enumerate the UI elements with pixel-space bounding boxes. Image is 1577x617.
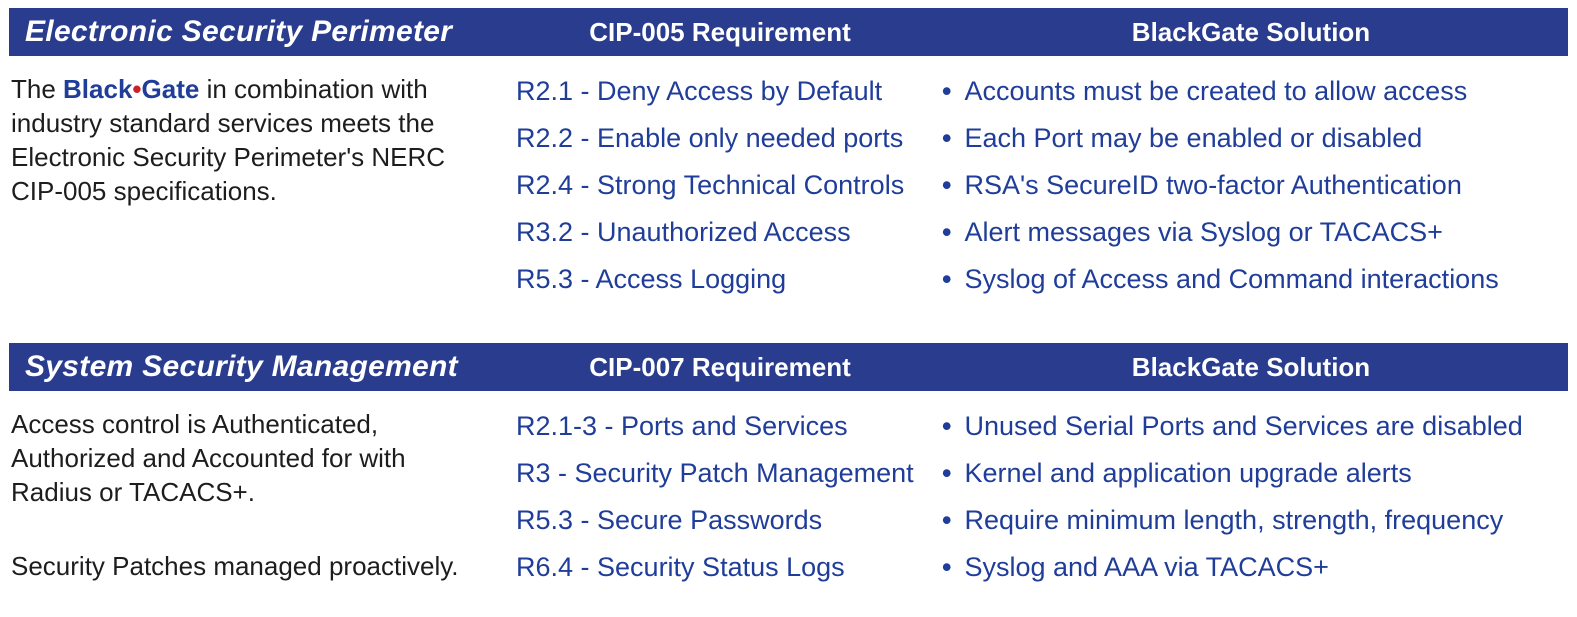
description-text-pre: The (11, 74, 64, 104)
requirement-text: R6.4 - Security Status Logs (516, 552, 845, 582)
requirement-column-header: CIP-005 Requirement (589, 16, 851, 47)
solution-column-header: BlackGate Solution (1131, 351, 1371, 382)
section-body: The Black•Gate in combination with indus… (9, 56, 1568, 303)
requirement-text: R3.2 - Unauthorized Access (516, 217, 851, 247)
description-paragraph: Security Patches managed proactively. (11, 551, 459, 581)
description-paragraph: The Black•Gate in combination with indus… (11, 72, 486, 208)
brand-name-gate: Gate (141, 74, 200, 104)
description-text-post: in combination with industry standard se… (11, 74, 446, 206)
section-title: Electronic Security Perimeter (25, 15, 453, 48)
requirement-text: R2.4 - Strong Technical Controls (516, 170, 905, 200)
section-body: Access control is Authenticated, Authori… (9, 391, 1568, 591)
brand-name-black: Black (63, 74, 133, 104)
requirement-text: R5.3 - Access Logging (516, 264, 787, 294)
bullet-icon: • (942, 552, 952, 582)
solution-text: Kernel and application upgrade alerts (964, 458, 1412, 488)
bullet-icon: • (942, 170, 952, 200)
document-page: Electronic Security Perimeter CIP-005 Re… (9, 8, 1568, 591)
bullet-icon: • (942, 505, 952, 535)
bullet-icon: • (942, 76, 952, 106)
solution-text: Each Port may be enabled or disabled (964, 123, 1423, 153)
solution-text: Unused Serial Ports and Services are dis… (964, 411, 1523, 441)
section-description: Access control is Authenticated, Authori… (9, 403, 506, 591)
requirement-text: R3 - Security Patch Management (516, 458, 914, 488)
bullet-icon: • (942, 217, 952, 247)
requirement-text: R2.1 - Deny Access by Default (516, 76, 883, 106)
section-system-security-management: System Security Management CIP-007 Requi… (9, 343, 1568, 591)
solution-text: Accounts must be created to allow access (964, 76, 1468, 106)
solution-item: • RSA's SecureID two-factor Authenticatio… (934, 170, 1568, 201)
solution-item: • Unused Serial Ports and Services are di… (934, 411, 1568, 442)
requirement-text: R2.2 - Enable only needed ports (516, 123, 904, 153)
requirement-text: R5.3 - Secure Passwords (516, 505, 823, 535)
solution-text: RSA's SecureID two-factor Authentication (964, 170, 1462, 200)
solution-text: Alert messages via Syslog or TACACS+ (964, 217, 1443, 247)
solution-text: Syslog and AAA via TACACS+ (964, 552, 1329, 582)
solution-item: • Syslog of Access and Command interactio… (934, 264, 1568, 295)
bullet-icon: • (942, 411, 952, 441)
description-paragraph: Access control is Authenticated, Authori… (11, 409, 406, 507)
solution-item: • Alert messages via Syslog or TACACS+ (934, 217, 1568, 248)
requirement-column-header: CIP-007 Requirement (589, 351, 851, 382)
section-header-bar: Electronic Security Perimeter CIP-005 Re… (9, 8, 1568, 56)
brand-dot-icon: • (132, 74, 142, 104)
bullet-icon: • (942, 264, 952, 294)
solution-item: • Accounts must be created to allow acces… (934, 76, 1568, 107)
bullet-icon: • (942, 458, 952, 488)
solution-item: • Kernel and application upgrade alerts (934, 458, 1568, 489)
section-title: System Security Management (25, 350, 458, 383)
bullet-icon: • (942, 123, 952, 153)
solution-text: Require minimum length, strength, freque… (964, 505, 1504, 535)
solution-item: • Syslog and AAA via TACACS+ (934, 552, 1568, 583)
requirement-text: R2.1-3 - Ports and Services (516, 411, 848, 441)
solution-column-header: BlackGate Solution (1131, 16, 1371, 47)
section-electronic-security-perimeter: Electronic Security Perimeter CIP-005 Re… (9, 8, 1568, 303)
section-header-bar: System Security Management CIP-007 Requi… (9, 343, 1568, 391)
solution-text: Syslog of Access and Command interaction… (964, 264, 1499, 294)
solution-item: • Require minimum length, strength, frequ… (934, 505, 1568, 536)
section-description: The Black•Gate in combination with indus… (9, 68, 506, 256)
solution-item: • Each Port may be enabled or disabled (934, 123, 1568, 154)
